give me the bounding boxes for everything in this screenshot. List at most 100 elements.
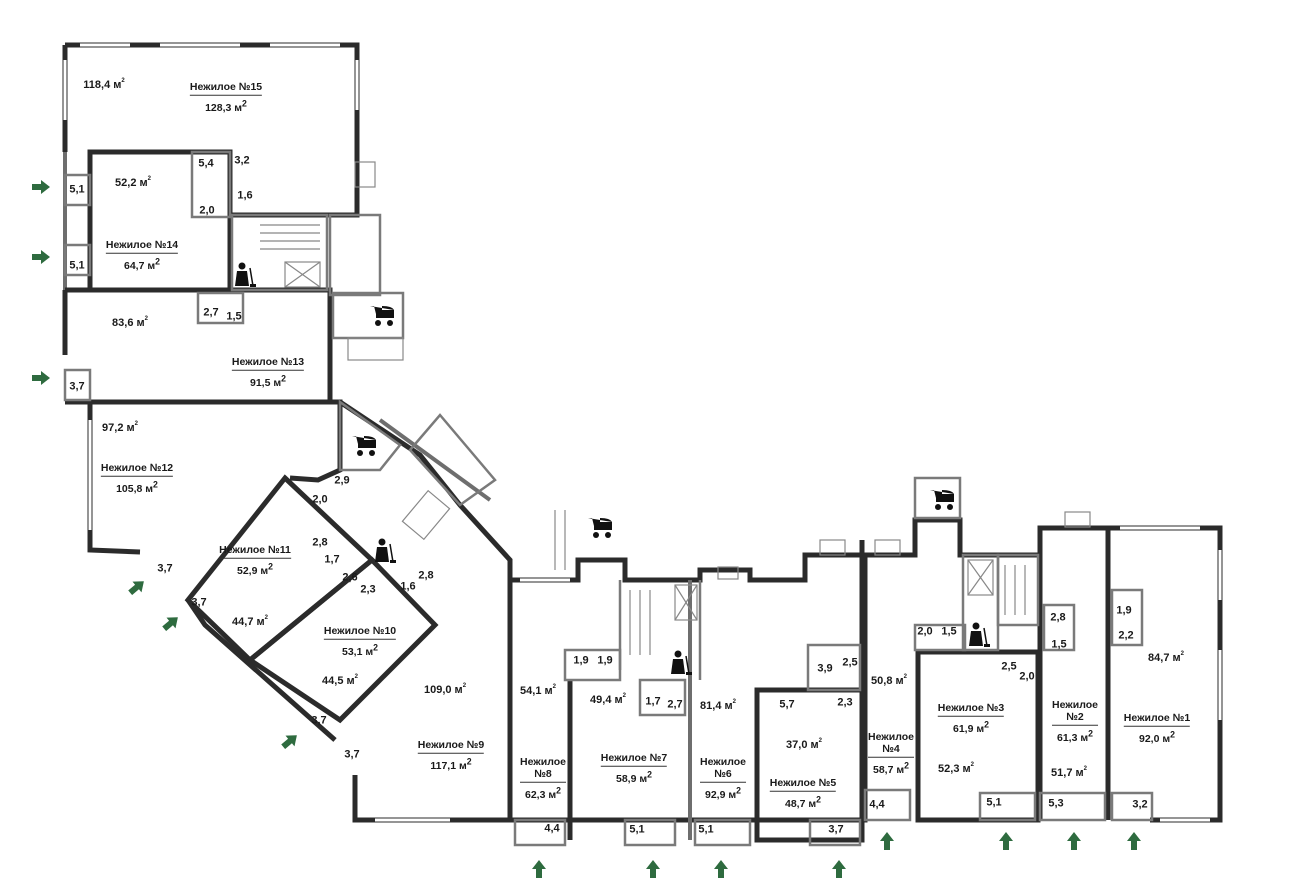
room-area: 5,1 xyxy=(629,823,645,836)
room-area: 49,4 м2 xyxy=(590,693,626,706)
cleaner-icon xyxy=(671,650,692,675)
room-area: 1,9 xyxy=(573,654,589,667)
room-area: 4,4 xyxy=(544,822,560,835)
room-area: 2,8 xyxy=(1050,611,1066,624)
room-area: 118,4 м2 xyxy=(83,78,125,91)
stroller-icon xyxy=(370,306,394,326)
room-area: 1,9 xyxy=(597,654,613,667)
room-area: 2,3 xyxy=(837,696,853,709)
room-area: 1,5 xyxy=(1051,638,1067,651)
room-area: 3,7 xyxy=(311,714,327,727)
entrance-arrow-icon xyxy=(832,860,846,878)
room-area: 83,6 м2 xyxy=(112,316,148,329)
room-area: 2,0 xyxy=(1019,670,1035,683)
room-area: 52,3 м2 xyxy=(938,762,974,775)
room-area: 1,7 xyxy=(645,695,661,708)
room-area: 2,7 xyxy=(667,698,683,711)
cleaner-icon xyxy=(375,538,396,563)
entrance-arrow-icon xyxy=(714,860,728,878)
room-area: 81,4 м2 xyxy=(700,699,736,712)
entrance-arrow-icon xyxy=(532,860,546,878)
room-area: 2,2 xyxy=(1118,629,1134,642)
room-area: 2,0 xyxy=(312,493,328,506)
entrance-arrow-icon xyxy=(880,832,894,850)
room-area: 5,4 xyxy=(198,157,214,170)
room-area: 44,7 м2 xyxy=(232,615,268,628)
entrance-arrow-icon xyxy=(32,250,50,264)
room-area: 2,8 xyxy=(312,536,328,549)
room-area: 2,8 xyxy=(418,569,434,582)
room-area: 2,9 xyxy=(334,474,350,487)
room-area: 3,9 xyxy=(817,662,833,675)
entrance-arrow-icon xyxy=(32,180,50,194)
entrance-arrow-icon xyxy=(999,832,1013,850)
room-area: 5,1 xyxy=(69,259,85,272)
room-area: 1,7 xyxy=(324,553,340,566)
room-area: 3,7 xyxy=(344,748,360,761)
cleaner-icon xyxy=(969,622,990,647)
room-area: 1,6 xyxy=(400,580,416,593)
entrance-arrow-icon xyxy=(32,371,50,385)
room-area: 3,7 xyxy=(157,562,173,575)
room-area: 2,5 xyxy=(1001,660,1017,673)
room-area: 3,2 xyxy=(234,154,250,167)
room-area: 5,1 xyxy=(69,183,85,196)
room-area: 1,6 xyxy=(237,189,253,202)
entrance-arrow-icon xyxy=(128,581,144,596)
room-area: 109,0 м2 xyxy=(423,683,467,696)
room-area: 37,0 м2 xyxy=(786,738,822,751)
stroller-icon xyxy=(588,518,612,538)
room-area: 2,7 xyxy=(203,306,219,319)
elevator-icon xyxy=(284,261,994,621)
room-area: 2,0 xyxy=(199,204,215,217)
room-area: 2,3 xyxy=(360,583,376,596)
cleaner-icon xyxy=(235,262,256,287)
entrance-arrow-icon xyxy=(281,735,297,750)
entrance-arrow-icon xyxy=(1067,832,1081,850)
room-area: 50,8 м2 xyxy=(871,674,907,687)
room-area: 3,7 xyxy=(828,823,844,836)
room-area: 97,2 м2 xyxy=(102,421,138,434)
room-area: 3,2 xyxy=(1132,798,1148,811)
room-area: 3,7 xyxy=(69,380,85,393)
room-area: 5,1 xyxy=(986,796,1002,809)
room-area: 44,5 м2 xyxy=(322,674,358,687)
entrance-arrow-icon xyxy=(1127,832,1141,850)
entrance-arrow-icon xyxy=(646,860,660,878)
stroller-icon xyxy=(930,490,954,510)
room-area: 51,7 м2 xyxy=(1051,766,1087,779)
room-area: 2,5 xyxy=(842,656,858,669)
room-area: 1,5 xyxy=(226,310,242,323)
room-area: 52,2 м2 xyxy=(115,176,151,189)
entrance-arrow-icon xyxy=(162,617,178,632)
room-area: 3,7 xyxy=(191,596,207,609)
room-area: 5,3 xyxy=(1048,797,1064,810)
room-area: 5,1 xyxy=(698,823,714,836)
stroller-icon xyxy=(352,436,376,456)
room-area: 2,6 xyxy=(342,571,358,584)
room-area: 54,1 м2 xyxy=(520,684,556,697)
room-area: 1,9 xyxy=(1116,604,1132,617)
room-area: 2,0 xyxy=(917,625,933,638)
room-area: 5,7 xyxy=(779,698,795,711)
room-area: 1,5 xyxy=(941,625,957,638)
room-area: 4,4 xyxy=(869,798,885,811)
room-area: 84,7 м2 xyxy=(1148,651,1184,664)
stairs-icon xyxy=(260,224,1026,655)
